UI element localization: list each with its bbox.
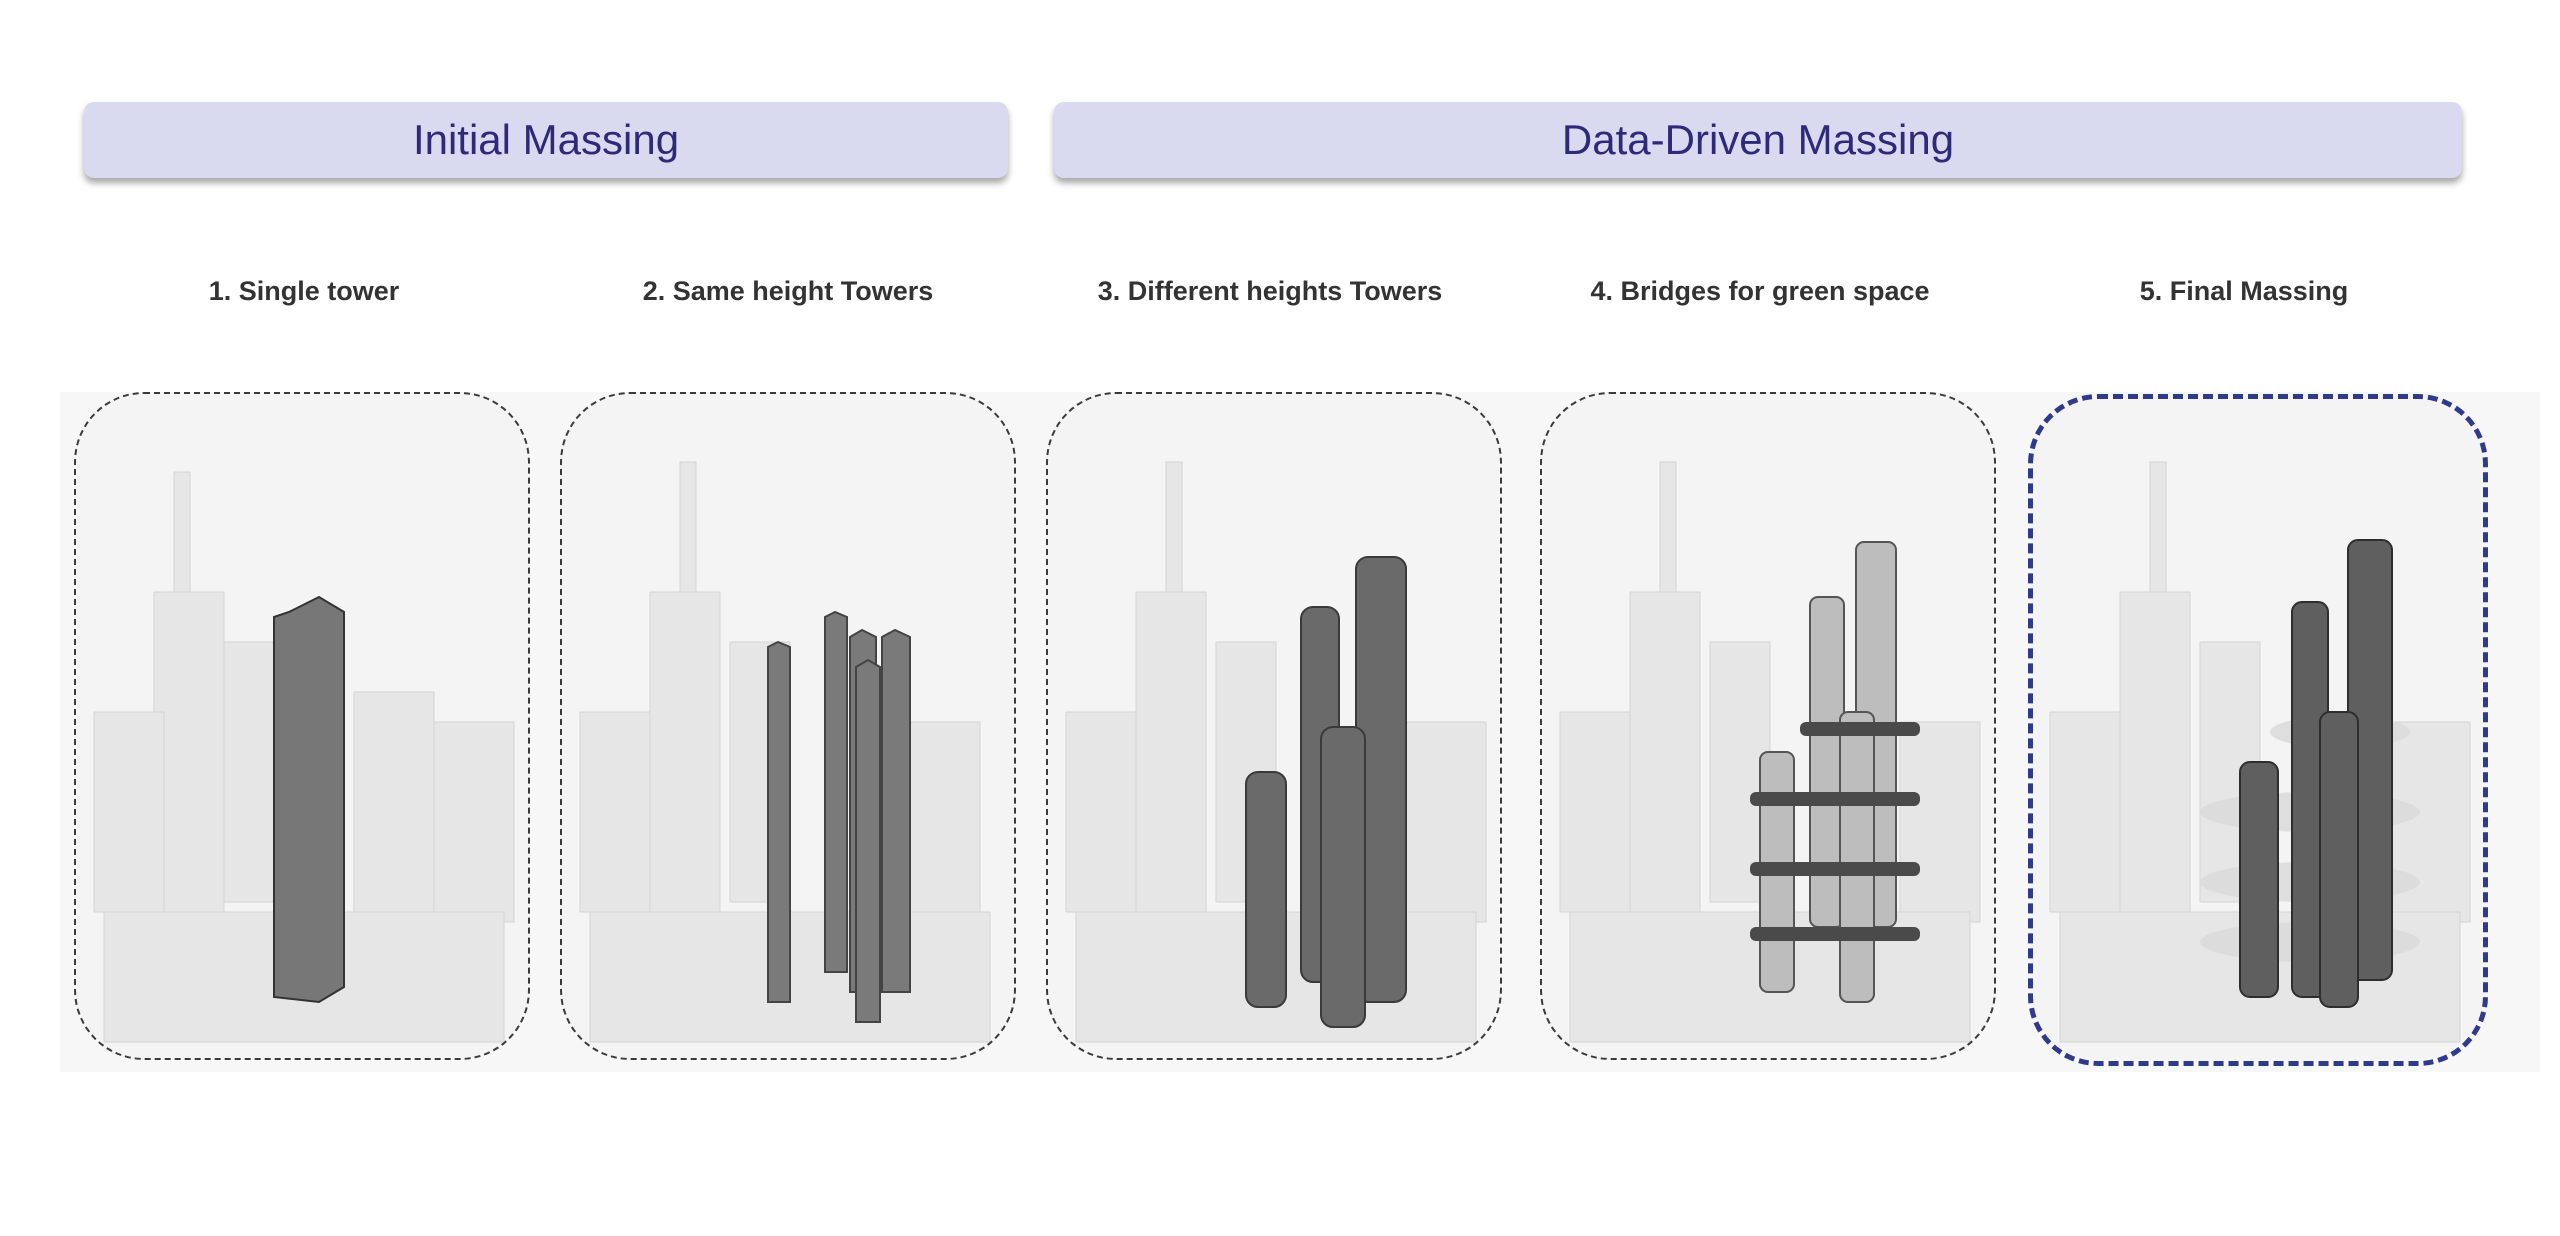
same-height-towers-render [560, 392, 1016, 1060]
data-driven-massing-banner: Data-Driven Massing [1054, 102, 2462, 178]
panel-bridges-green-space [1540, 392, 1996, 1060]
step-3-title: 3. Different heights Towers [1097, 276, 1443, 306]
initial-massing-label: Initial Massing [412, 116, 680, 163]
initial-massing-banner: Initial Massing [84, 102, 1008, 178]
final-massing-render [2030, 392, 2486, 1060]
panel-different-heights-towers [1046, 392, 1502, 1060]
different-heights-towers-render [1046, 392, 1502, 1060]
data-driven-massing-label: Data-Driven Massing [1561, 116, 1955, 163]
step-1-title: 1. Single tower [208, 276, 400, 306]
panel-final-massing [2030, 392, 2486, 1060]
panel-single-tower [74, 392, 530, 1060]
single-tower-render [74, 392, 530, 1060]
step-4-title: 4. Bridges for green space [1590, 276, 1930, 306]
panel-same-height-towers [560, 392, 1016, 1060]
step-5-title: 5. Final Massing [2139, 276, 2349, 306]
step-2-title: 2. Same height Towers [642, 276, 934, 306]
bridges-render [1540, 392, 1996, 1060]
